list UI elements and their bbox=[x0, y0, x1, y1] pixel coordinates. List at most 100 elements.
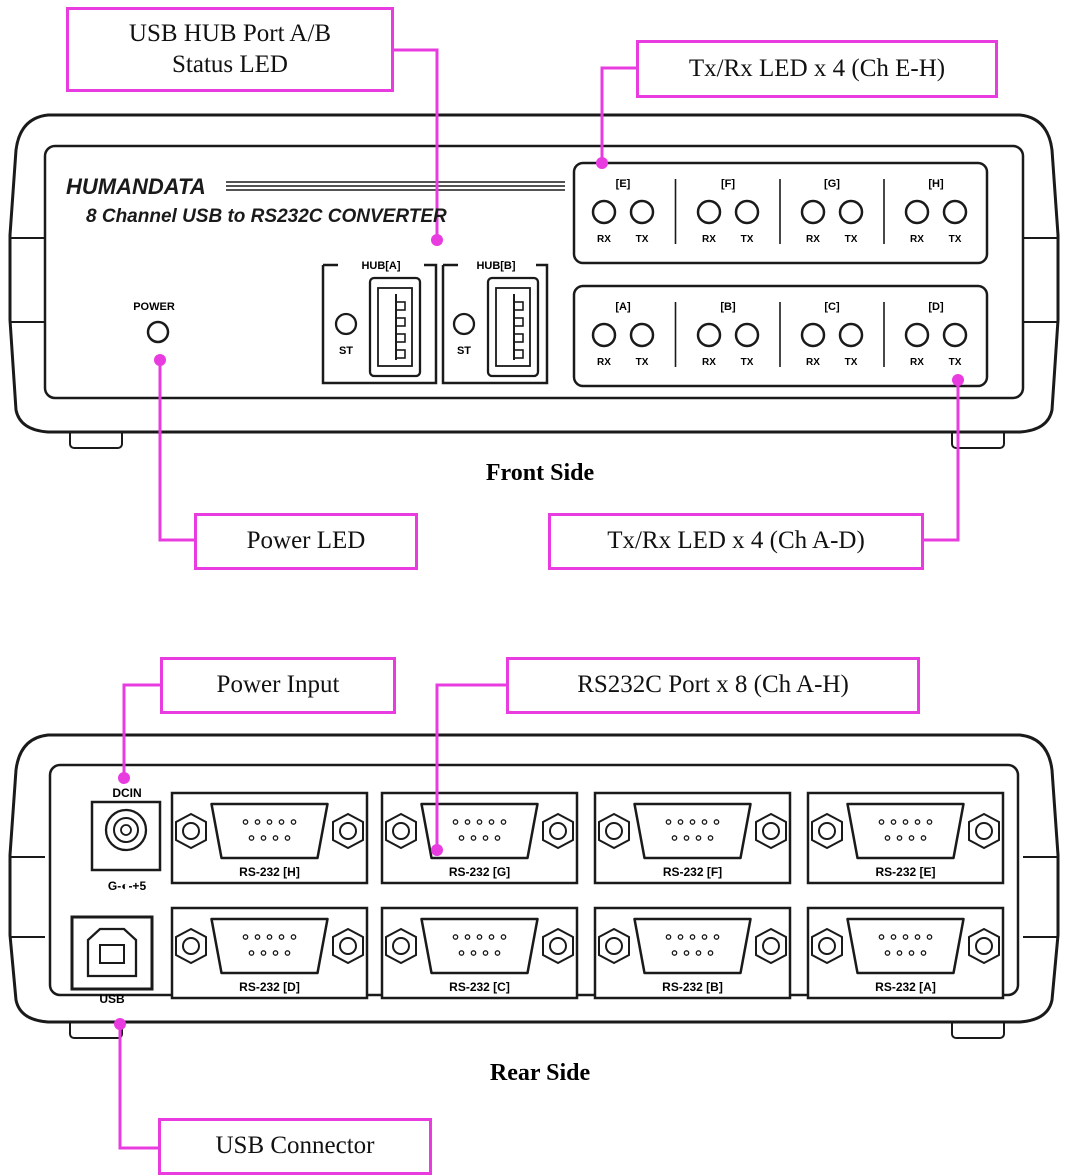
callout-usb-hub-status: USB HUB Port A/B Status LED bbox=[66, 7, 394, 92]
rx-label: RX bbox=[702, 357, 716, 368]
channel-label: [B] bbox=[720, 301, 736, 313]
leader-usb-hub-status bbox=[391, 48, 439, 238]
front-side-caption: Front Side bbox=[485, 460, 595, 486]
callout-leaders bbox=[118, 48, 960, 1150]
tx-led bbox=[629, 199, 655, 225]
power-label: POWER bbox=[133, 301, 175, 313]
hex-nut-icon bbox=[332, 928, 364, 964]
db9-connector-icon bbox=[633, 917, 752, 975]
tx-led bbox=[734, 199, 760, 225]
rs232-port-top_ports-2: RS-232 [F] bbox=[593, 791, 792, 885]
tx-label: TX bbox=[741, 234, 754, 245]
tx-led bbox=[838, 199, 864, 225]
hub-b-label: HUB[B] bbox=[476, 260, 515, 272]
model-name: 8 Channel USB to RS232C CONVERTER bbox=[86, 206, 447, 227]
hub-a-st-label: ST bbox=[339, 345, 353, 357]
led-group-bottom_channels-1: [B] RX TX bbox=[696, 301, 760, 368]
rs232-port-label: RS-232 [H] bbox=[239, 865, 300, 879]
channel-label: [D] bbox=[928, 301, 944, 313]
callout-txrx-eh: Tx/Rx LED x 4 (Ch E-H) bbox=[636, 40, 998, 98]
power-led bbox=[146, 320, 170, 344]
rx-led bbox=[591, 199, 617, 225]
leader-rs232 bbox=[435, 683, 508, 850]
rx-label: RX bbox=[806, 234, 820, 245]
hex-nut-icon bbox=[811, 813, 843, 849]
tx-led bbox=[629, 322, 655, 348]
rear-panel: DCIN G-◐-+5 USB RS-232 [H]RS-232 [G]RS-2… bbox=[8, 733, 1060, 1039]
rs232-port-top_ports-3: RS-232 [E] bbox=[806, 791, 1005, 885]
hex-nut-icon bbox=[968, 928, 1000, 964]
rs232-port-label: RS-232 [C] bbox=[449, 980, 510, 994]
callout-power-led: Power LED bbox=[194, 513, 418, 570]
rs232-port-bottom_ports-3: RS-232 [A] bbox=[806, 906, 1005, 1000]
rx-led bbox=[696, 199, 722, 225]
rs232-port-label: RS-232 [G] bbox=[449, 865, 510, 879]
rs232-port-label: RS-232 [A] bbox=[875, 980, 936, 994]
leader-usb-connector bbox=[118, 1024, 160, 1150]
rx-label: RX bbox=[910, 357, 924, 368]
rx-led bbox=[696, 322, 722, 348]
hex-nut-icon bbox=[542, 928, 574, 964]
rs232-ports: RS-232 [H] RS-232 [G] RS-232 [F] RS-232 [E]… bbox=[170, 791, 1005, 1000]
db9-connector-icon bbox=[846, 802, 965, 860]
rx-led bbox=[904, 322, 930, 348]
tx-label: TX bbox=[845, 357, 858, 368]
hex-nut-icon bbox=[598, 813, 630, 849]
callout-usb-hub-status-line1: USB HUB Port A/B bbox=[128, 20, 332, 47]
rx-led bbox=[800, 322, 826, 348]
hub-port-a: HUB[A] ST bbox=[321, 260, 438, 385]
hub-a-status-led bbox=[334, 312, 358, 336]
rs232-port-bottom_ports-0: RS-232 [D] bbox=[170, 906, 369, 1000]
hub-b-st-label: ST bbox=[457, 345, 471, 357]
tx-label: TX bbox=[636, 234, 649, 245]
hex-nut-icon bbox=[542, 813, 574, 849]
rs232-port-label: RS-232 [B] bbox=[662, 980, 723, 994]
hex-nut-icon bbox=[385, 928, 417, 964]
tx-label: TX bbox=[949, 234, 962, 245]
front-panel: POWER HUB[A] ST HUB[B] ST bbox=[8, 113, 1060, 449]
leader-power-led bbox=[158, 362, 196, 542]
channel-label: [F] bbox=[721, 178, 735, 190]
hex-nut-icon bbox=[968, 813, 1000, 849]
callout-dots bbox=[114, 157, 964, 1030]
tx-label: TX bbox=[949, 357, 962, 368]
rs232-port-label: RS-232 [F] bbox=[663, 865, 722, 879]
tx-led bbox=[734, 322, 760, 348]
rx-label: RX bbox=[597, 357, 611, 368]
channel-label: [E] bbox=[616, 178, 631, 190]
rx-led bbox=[591, 322, 617, 348]
hex-nut-icon bbox=[175, 813, 207, 849]
rx-led bbox=[904, 199, 930, 225]
callout-rs232-ports: RS232C Port x 8 (Ch A-H) bbox=[506, 657, 920, 714]
dcin-label: DCIN bbox=[112, 786, 141, 800]
hex-nut-icon bbox=[755, 813, 787, 849]
db9-connector-icon bbox=[846, 917, 965, 975]
rs232-port-label: RS-232 [E] bbox=[875, 865, 935, 879]
brand-logo: HUMANDATA bbox=[66, 174, 206, 199]
channel-label: [A] bbox=[615, 301, 631, 313]
rs232-port-label: RS-232 [D] bbox=[239, 980, 300, 994]
polarity-label: G-◐-+5 bbox=[108, 879, 147, 893]
hub-port-b: HUB[B] ST bbox=[441, 260, 549, 385]
tx-label: TX bbox=[845, 234, 858, 245]
callout-txrx-ad: Tx/Rx LED x 4 (Ch A-D) bbox=[548, 513, 924, 570]
callout-power-input: Power Input bbox=[160, 657, 396, 714]
hub-a-label: HUB[A] bbox=[361, 260, 400, 272]
db9-connector-icon bbox=[420, 917, 539, 975]
callout-usb-hub-status-line2: Status LED bbox=[172, 50, 288, 78]
callout-usb-connector: USB Connector bbox=[158, 1118, 432, 1175]
leader-power-input bbox=[122, 683, 162, 778]
rx-label: RX bbox=[910, 234, 924, 245]
leader-txrx-ad bbox=[920, 380, 960, 542]
rs232-port-bottom_ports-2: RS-232 [B] bbox=[593, 906, 792, 1000]
channel-label: [C] bbox=[824, 301, 840, 313]
hex-nut-icon bbox=[332, 813, 364, 849]
tx-label: TX bbox=[741, 357, 754, 368]
rear-side-caption: Rear Side bbox=[489, 1060, 591, 1086]
rx-label: RX bbox=[702, 234, 716, 245]
